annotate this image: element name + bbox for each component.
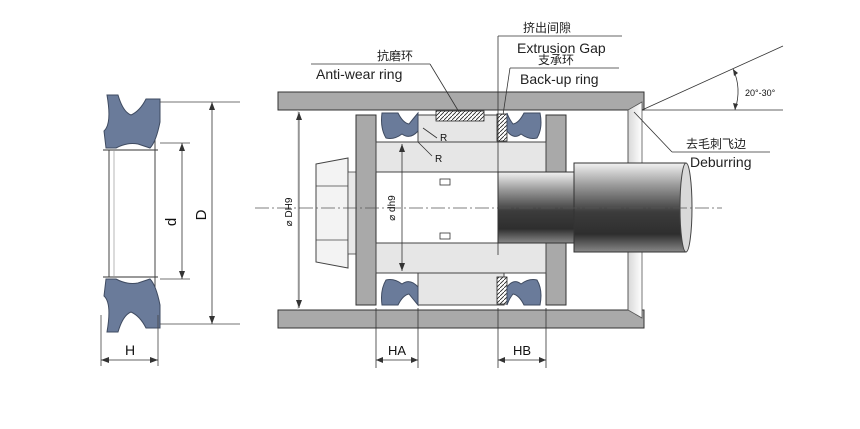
angle-arrows: [733, 69, 738, 110]
angle-label: 20°-30°: [745, 88, 776, 98]
antiwear-ring-en: Anti-wear ring: [316, 66, 402, 82]
cylinder-wall-bottom: [277, 309, 645, 329]
antiwear-ring: [435, 110, 485, 122]
backup-ring-bottom: [496, 276, 508, 305]
backup-ring-top: [496, 113, 508, 142]
deburring-leader: [633, 111, 673, 153]
bore-dim-label: ⌀ DH9: [284, 197, 295, 226]
seal-bottom-left: [381, 279, 419, 307]
extrusion-gap-cn: 挤出间隙: [523, 20, 571, 35]
r-top-leader: [422, 127, 438, 139]
r-top-label: R: [440, 133, 447, 144]
angle-line-upper: [641, 45, 784, 111]
d-big-label: D: [193, 209, 210, 220]
ha-label: HA: [388, 343, 406, 358]
seal-bottom-right: [506, 279, 542, 306]
rod-end: [679, 162, 693, 253]
backup-ring-cn: 支承环: [538, 53, 574, 67]
piston-rod-inner: [497, 171, 575, 244]
piston-body-top: [375, 141, 547, 173]
piston-body-bottom: [375, 242, 547, 274]
hb-label: HB: [513, 343, 531, 358]
seal-profile-view: d D H: [100, 94, 240, 366]
d-small-label: d: [163, 218, 180, 226]
piston-land-bottom: [417, 272, 505, 306]
deburring-cn: 去毛刺飞边: [686, 137, 746, 151]
seal-top-left: [381, 111, 419, 139]
extrusion-gap-en: Extrusion Gap: [517, 40, 606, 56]
antiwear-ring-leader: [429, 63, 460, 113]
marker-bottom: [439, 232, 451, 240]
assembly-view: ⌀ DH9 ⌀ dh9 R R HA HB 挤出间隙 Extrusion Gap…: [255, 20, 784, 368]
backup-ring-en: Back-up ring: [520, 71, 599, 87]
marker-top: [439, 178, 451, 186]
antiwear-ring-cn: 抗磨环: [377, 48, 413, 63]
h-label: H: [125, 342, 135, 358]
piston-rod-outer: [573, 162, 687, 253]
bolt-washer: [347, 171, 357, 255]
r-bottom-leader: [417, 141, 433, 157]
profile-seal-top: [103, 94, 161, 149]
r-bottom-label: R: [435, 154, 442, 165]
bolt-head: [315, 157, 349, 269]
piston-plate-left: [355, 114, 377, 306]
profile-seal-bottom: [103, 278, 161, 333]
seal-top-right: [506, 112, 542, 139]
deburring-en: Deburring: [690, 154, 751, 170]
rod-dim-label: ⌀ dh9: [387, 195, 398, 221]
cylinder-wall-top: [277, 91, 645, 111]
backup-ring-leader: [502, 67, 511, 116]
